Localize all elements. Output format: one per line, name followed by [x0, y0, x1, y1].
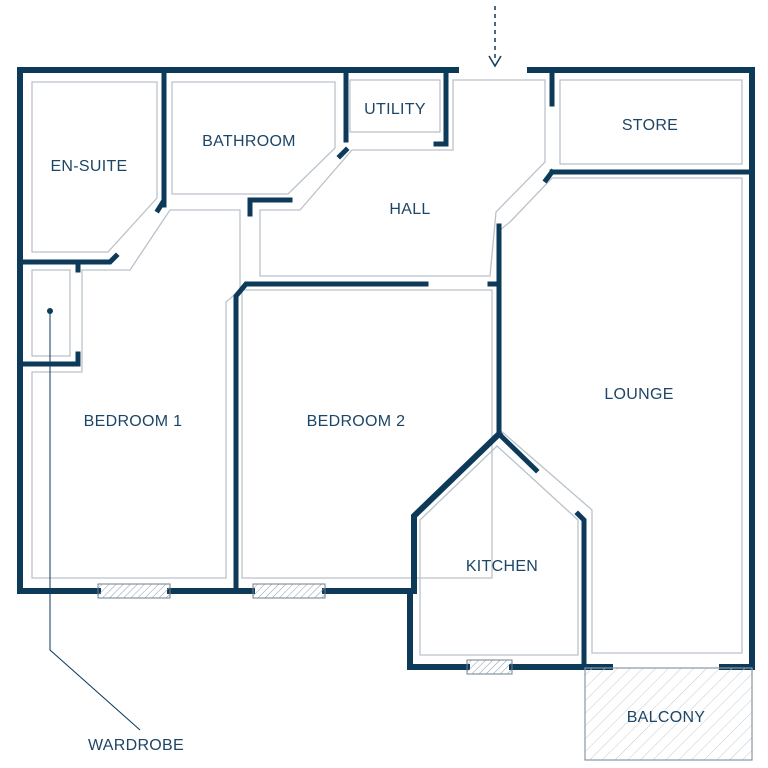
label-bedroom2: BEDROOM 2	[307, 413, 406, 430]
walls	[17, 67, 755, 670]
window-kitchen	[466, 659, 513, 675]
entrance-arrow	[488, 6, 502, 68]
label-lounge: LOUNGE	[604, 386, 673, 403]
label-utility: UTILITY	[364, 101, 426, 118]
windows	[97, 583, 513, 675]
label-store: STORE	[622, 117, 678, 134]
window-bedroom2	[252, 583, 326, 599]
wardrobe-leader	[47, 308, 141, 731]
label-balcony: BALCONY	[627, 709, 706, 726]
label-wardrobe: WARDROBE	[88, 737, 184, 754]
label-en-suite: EN-SUITE	[50, 158, 127, 175]
label-hall: HALL	[389, 201, 430, 218]
label-bathroom: BATHROOM	[202, 133, 296, 150]
label-kitchen: KITCHEN	[466, 558, 538, 575]
balcony-area	[584, 667, 753, 761]
label-bedroom1: BEDROOM 1	[84, 413, 183, 430]
window-bedroom1	[97, 583, 171, 599]
room-outlines	[31, 79, 743, 656]
